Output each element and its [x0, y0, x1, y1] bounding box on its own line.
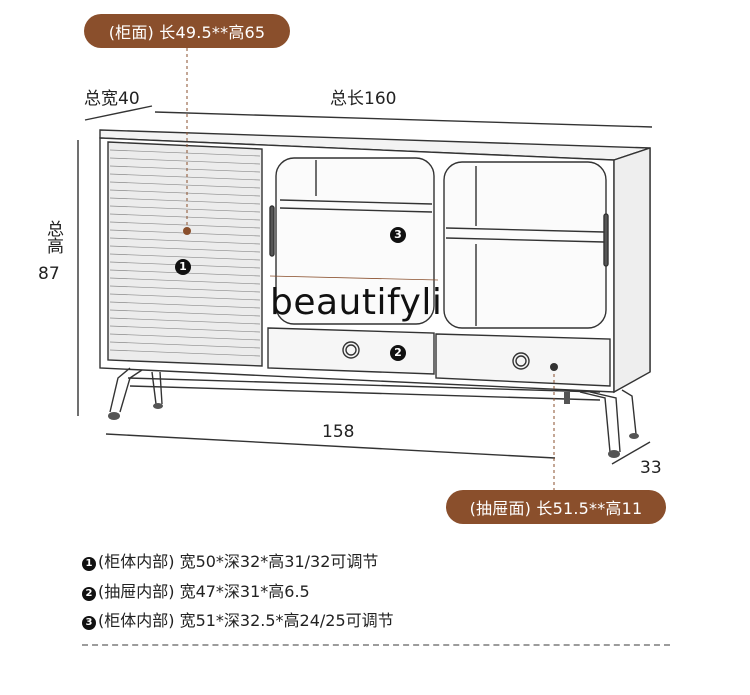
top-callout-dot	[183, 227, 191, 235]
total-height-value: 87	[38, 264, 60, 284]
leg-front-left	[109, 367, 131, 413]
marker-2: 2	[394, 346, 402, 359]
glass-door-right	[443, 161, 607, 329]
leg-front-right	[579, 391, 611, 453]
base-rail	[127, 377, 601, 393]
footer-divider	[82, 644, 670, 646]
note-line-2: 2(抽屉内部) 宽47*深31*高6.5	[82, 578, 310, 602]
note-text-1: (柜体内部) 宽50*深32*高31/32可调节	[98, 552, 379, 571]
marker-badges	[175, 227, 406, 361]
note-line-1: 1(柜体内部) 宽50*深32*高31/32可调节	[82, 548, 378, 572]
leg-back-right	[621, 389, 637, 435]
watermark-text: beautifyli	[270, 282, 443, 323]
note-marker-3: 3	[82, 616, 96, 630]
glass-door-left	[275, 157, 435, 325]
leg-back-left	[151, 371, 157, 405]
drawer-knob-right	[512, 352, 530, 370]
note-line-3: 3(柜体内部) 宽51*深32.5*高24/25可调节	[82, 607, 394, 631]
bottom-callout-dot	[550, 363, 558, 371]
fluted-door	[107, 141, 263, 367]
top-callout: (柜面) 长49.5**高65	[84, 14, 290, 48]
cabinet-side	[613, 147, 651, 394]
drawer-knob-left	[342, 341, 360, 359]
marker-1: 1	[179, 260, 187, 273]
handle-left	[269, 205, 275, 257]
base-length-label: 158	[322, 422, 355, 442]
drawer-right	[435, 333, 611, 387]
drawer-left	[267, 327, 435, 375]
note-text-3: (柜体内部) 宽51*深32.5*高24/25可调节	[98, 611, 394, 630]
length-dimension-line	[154, 111, 653, 128]
shelf-right	[445, 227, 605, 233]
note-text-2: (抽屉内部) 宽47*深31*高6.5	[98, 582, 310, 601]
depth-dimension-line	[611, 441, 651, 465]
total-width-label: 总宽40	[84, 89, 140, 109]
base-dimension-line	[105, 433, 556, 459]
handle-right	[603, 213, 609, 267]
note-marker-1: 1	[82, 557, 96, 571]
depth-label: 33	[640, 458, 662, 478]
total-height-label: 总高	[43, 220, 63, 254]
feet	[108, 392, 639, 458]
total-length-label: 总长160	[330, 89, 397, 109]
fluted-lines	[109, 149, 261, 357]
width-dimension-line	[84, 105, 153, 121]
bottom-callout: (抽屉面) 长51.5**高11	[446, 490, 666, 524]
marker-3: 3	[394, 228, 402, 241]
shelf-left	[279, 199, 433, 205]
note-marker-2: 2	[82, 587, 96, 601]
